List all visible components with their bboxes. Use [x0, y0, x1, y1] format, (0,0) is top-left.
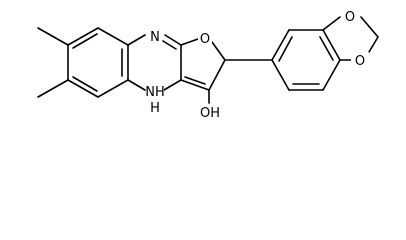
atom-o-ring: O: [198, 30, 212, 47]
atom-label-nh: NH: [145, 85, 165, 100]
bond-c8-nh: [163, 79, 182, 91]
bonds: [37, 16, 379, 104]
bond-c14-c15: [322, 59, 341, 91]
atom-nh: NH H: [145, 84, 165, 116]
bond-c5-c6-inner: [72, 76, 98, 92]
bond-c3-n-top: [127, 34, 146, 46]
bond-methyl-top: [37, 27, 69, 46]
bond-nh-c4: [127, 79, 146, 91]
bond-c4-c5: [97, 79, 129, 98]
atom-label-o-ring: O: [200, 32, 210, 47]
atom-label-oh: OH: [200, 106, 220, 121]
bond-c13-c14-inner: [319, 36, 334, 61]
bond-c7-o-ring: [180, 38, 199, 46]
bond-o-ring-c9: [211, 41, 226, 61]
bond-c11-c12: [271, 29, 290, 61]
bond-c16-c11: [271, 59, 290, 91]
bond-c5-c6: [67, 79, 99, 98]
bond-c11-c12-inner: [278, 36, 293, 62]
bond-n-top-c7-inner: [162, 40, 177, 50]
bond-c2-c3: [97, 27, 129, 46]
atom-label-h-nh: H: [150, 101, 160, 116]
atom-o-dioxole-top: O: [341, 8, 359, 25]
bond-n-top-c7: [164, 34, 182, 46]
bond-c10-c8-inner: [184, 76, 206, 85]
atom-label-o-dioxole-bottom: O: [355, 54, 365, 69]
bond-c13-o-top: [322, 16, 341, 31]
atom-label-n-top: N: [150, 30, 160, 45]
bond-c13-c14: [322, 29, 341, 61]
bond-c1-c2: [67, 27, 99, 46]
bond-c1-c2-inner: [72, 33, 98, 49]
molecule-structure-diagram: N O NH H OH O O: [37, 8, 379, 121]
atom-oh: OH: [198, 104, 222, 121]
bond-c10-c8: [180, 79, 210, 91]
bond-methyl-bottom: [37, 79, 69, 98]
atom-labels: N O NH H OH O O: [145, 8, 369, 121]
atom-o-dioxole-bottom: O: [351, 52, 369, 69]
atom-label-o-dioxole-top: O: [345, 10, 355, 25]
bond-c9-c10: [208, 59, 226, 91]
atom-n-top: N: [148, 28, 162, 45]
bond-o-top-ch2: [360, 16, 379, 38]
